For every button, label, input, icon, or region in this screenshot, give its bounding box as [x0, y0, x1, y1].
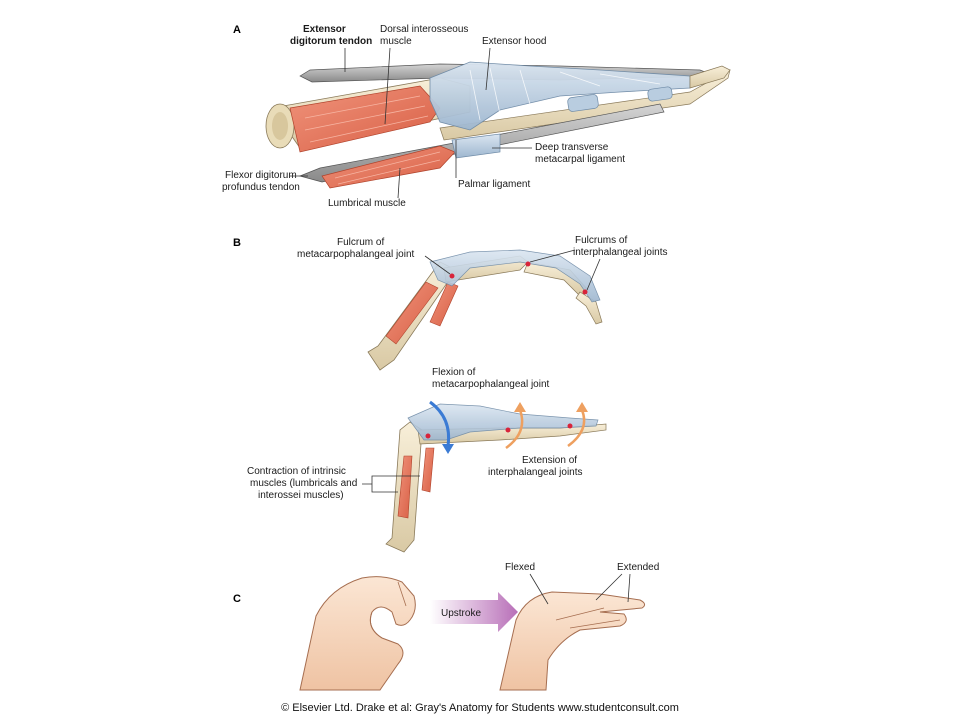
label-fulcrum-mcp-1: Fulcrum of	[337, 237, 384, 248]
label-flexion-1: Flexion of	[432, 367, 476, 378]
fibrous-sheath-1	[567, 94, 599, 112]
left-hand-pinch	[299, 576, 416, 691]
deep-transverse-metacarpal-ligament	[451, 133, 501, 159]
label-extension-2: interphalangeal joints	[488, 467, 583, 478]
dorsal-interosseous-muscle	[289, 85, 441, 153]
b1-distal-phalanx	[575, 291, 603, 325]
label-fulcrum-mcp-2: metacarpophalangeal joint	[297, 249, 415, 260]
b1-lumbrical-muscle	[429, 281, 459, 327]
b2-fulcrum-pip	[505, 427, 511, 433]
b2-fulcrum-dip	[567, 423, 573, 429]
label-extension-1: Extension of	[522, 455, 577, 466]
label-extensor-2: digitorum tendon	[290, 36, 372, 47]
panel-c: C Upstroke Flexed Extended	[233, 562, 659, 691]
b1-fulcrum-mcp	[449, 273, 455, 279]
fibrous-sheath-2	[647, 86, 673, 102]
label-dorsal-1: Dorsal interosseous	[380, 24, 468, 35]
extensor-hood	[429, 61, 691, 131]
label-deep-transverse-1: Deep transverse	[535, 142, 609, 153]
b2-lumbrical-muscle	[421, 447, 435, 493]
label-contraction-2: muscles (lumbricals and	[250, 478, 357, 489]
label-flexor-2: profundus tendon	[222, 182, 300, 193]
extension-arrow-pip-icon	[505, 409, 524, 450]
label-extensor-1: Extensor	[303, 24, 346, 35]
upstroke-arrow-icon	[430, 592, 518, 632]
b1-interosseous-muscle	[385, 281, 439, 345]
panel-c-letter: C	[233, 593, 241, 605]
fingertip	[689, 65, 731, 89]
panel-b-letter: B	[233, 237, 241, 249]
label-palmar-ligament: Palmar ligament	[458, 179, 530, 190]
panel-b-action: Flexion of metacarpophalangeal joint Ext…	[247, 367, 607, 553]
label-extended: Extended	[617, 562, 659, 573]
panel-a: A Extensor digitorum tendon Dorsal i	[222, 24, 731, 209]
phalanges	[439, 69, 731, 141]
b1-fulcrum-pip	[525, 261, 531, 267]
right-hand-extended	[499, 591, 646, 691]
panel-b: B Fulcrum of metacarpophalangeal joint F…	[233, 235, 668, 371]
b2-extensor-hood	[407, 403, 599, 441]
label-upstroke: Upstroke	[441, 608, 481, 619]
label-fulcrums-ip-2: interphalangeal joints	[573, 247, 668, 258]
extension-arrow-dip-icon	[567, 409, 586, 448]
copyright-footer: © Elsevier Ltd. Drake et al: Gray's Anat…	[281, 702, 679, 714]
label-fulcrums-ip-1: Fulcrums of	[575, 235, 627, 246]
label-lumbrical: Lumbrical muscle	[328, 198, 406, 209]
b2-fulcrum-mcp	[425, 433, 431, 439]
flexion-arrow-icon	[429, 400, 451, 447]
label-deep-transverse-2: metacarpal ligament	[535, 154, 625, 165]
label-contraction-3: interossei muscles)	[258, 490, 344, 501]
label-flexor-1: Flexor digitorum	[225, 170, 297, 181]
label-dorsal-2: muscle	[380, 36, 412, 47]
b1-fulcrum-dip	[582, 289, 588, 295]
panel-a-letter: A	[233, 24, 241, 36]
label-flexed: Flexed	[505, 562, 535, 573]
label-contraction-1: Contraction of intrinsic	[247, 466, 346, 477]
label-extensor-hood: Extensor hood	[482, 36, 547, 47]
label-flexion-2: metacarpophalangeal joint	[432, 379, 550, 390]
